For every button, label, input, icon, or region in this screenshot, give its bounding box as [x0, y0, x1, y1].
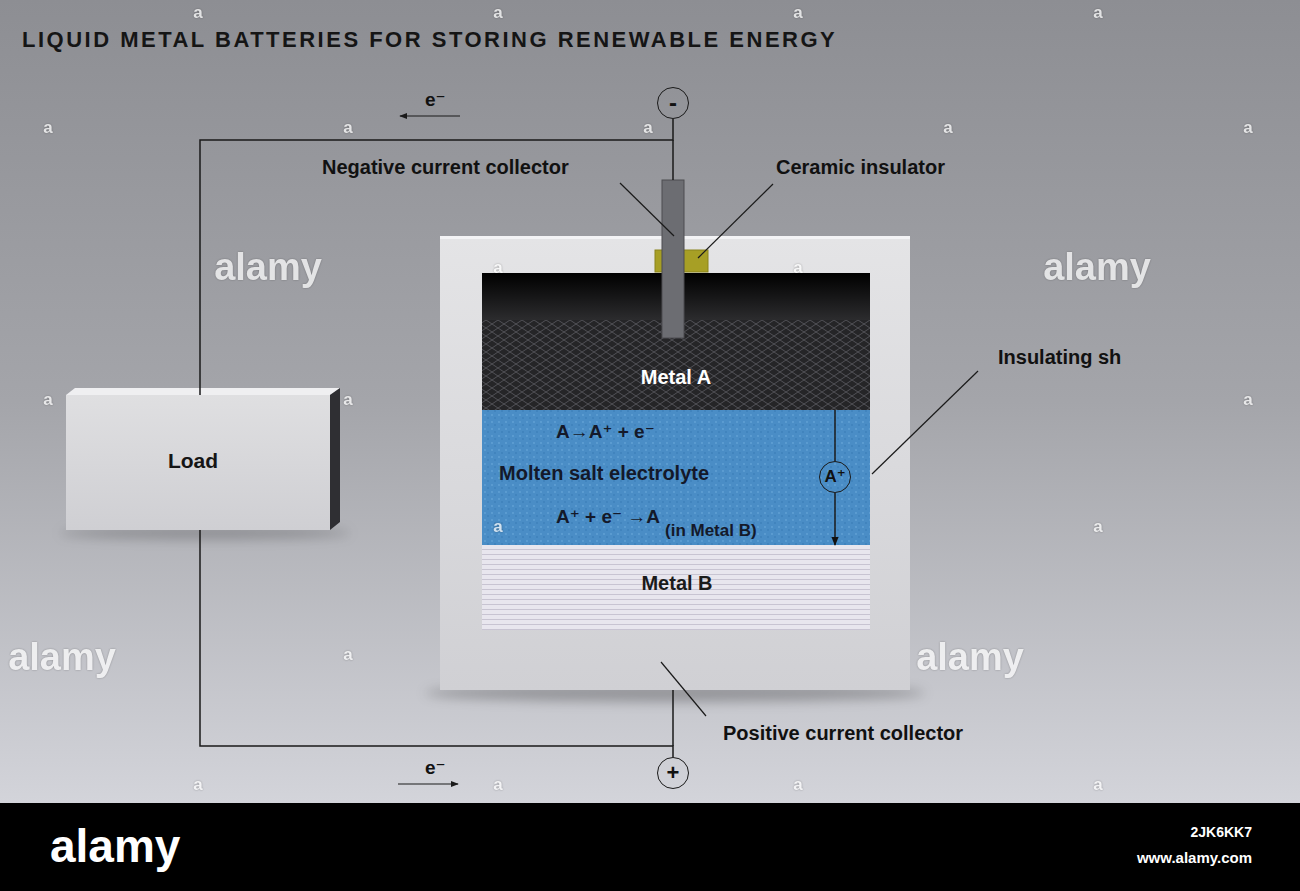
watermark: alamy — [8, 636, 116, 680]
part-label: Negative current collector — [322, 156, 569, 179]
watermark: a — [43, 118, 52, 138]
part-label: Insulating sh — [998, 346, 1121, 369]
stock-logo: alamy — [50, 820, 180, 873]
terminal-circle: - — [657, 87, 689, 119]
current-collector-rod — [662, 180, 684, 338]
watermark: a — [343, 390, 352, 410]
leader-line — [620, 183, 674, 236]
watermark: a — [1243, 390, 1252, 410]
electron-label: e⁻ — [425, 89, 446, 111]
metal-a-layer: Metal A — [482, 320, 870, 410]
watermark: a — [343, 645, 352, 665]
node-text: - — [669, 89, 677, 117]
watermark: alamy — [916, 636, 1024, 680]
watermark: a — [343, 118, 352, 138]
watermark: a — [943, 118, 952, 138]
part-label: Ceramic insulator — [776, 156, 945, 179]
electrolyte-layer: A→A⁺ + e⁻ Molten salt electrolyte A⁺ + e⁻ … — [482, 410, 870, 545]
watermark: a — [493, 3, 502, 23]
watermark: a — [643, 118, 652, 138]
ion-flow-line — [834, 410, 836, 461]
load-side-face — [330, 388, 340, 530]
terminal-circle: + — [657, 757, 689, 789]
metal-b-layer: Metal B — [482, 545, 870, 628]
load-box: Load — [66, 395, 330, 530]
watermark: a — [493, 258, 502, 278]
watermark: a — [1093, 517, 1102, 537]
metal-b-fill — [482, 545, 870, 630]
watermark: a — [793, 775, 802, 795]
image-id: 2JK6KK7 — [1191, 824, 1252, 840]
load-top-face — [66, 388, 340, 395]
node-text: + — [667, 760, 680, 785]
part-label: Positive current collector — [723, 722, 963, 745]
watermark: a — [493, 775, 502, 795]
watermark: a — [793, 3, 802, 23]
leader-line — [872, 371, 978, 474]
background — [0, 0, 1300, 803]
watermark: a — [193, 775, 202, 795]
watermark: a — [493, 517, 502, 537]
watermark: alamy — [1043, 246, 1151, 290]
watermark: a — [193, 3, 202, 23]
ion-flow-arrow — [834, 493, 836, 545]
stock-url: www.alamy.com — [1137, 849, 1252, 866]
wire — [672, 140, 674, 180]
watermark: a — [43, 390, 52, 410]
watermark: a — [1093, 3, 1102, 23]
wire — [200, 119, 673, 395]
electron-arrow — [398, 783, 458, 784]
node-text: A⁺ + e⁻ →A — [556, 506, 660, 528]
node-text: Metal B — [641, 572, 712, 595]
node-text: Molten salt electrolyte — [499, 462, 709, 485]
watermark: a — [793, 258, 802, 278]
leader-line — [661, 662, 706, 716]
node-text: Metal A — [641, 366, 711, 389]
node-text: (in Metal B) — [665, 521, 757, 541]
footer-bar — [0, 803, 1300, 891]
ion-circle: A⁺ — [819, 461, 851, 493]
node-text: Load — [168, 449, 218, 473]
electron-label: e⁻ — [425, 757, 446, 779]
node-text: A→A⁺ + e⁻ — [556, 421, 655, 443]
leader-line — [698, 184, 773, 258]
electrolyte-fill — [482, 410, 870, 545]
wire — [200, 530, 673, 757]
title: LIQUID METAL BATTERIES FOR STORING RENEW… — [22, 27, 837, 52]
node-text: A⁺ — [824, 467, 845, 487]
watermark: a — [1093, 775, 1102, 795]
electron-arrow — [400, 115, 460, 116]
watermark: alamy — [214, 246, 322, 290]
watermark: a — [1243, 118, 1252, 138]
wire — [672, 690, 674, 746]
